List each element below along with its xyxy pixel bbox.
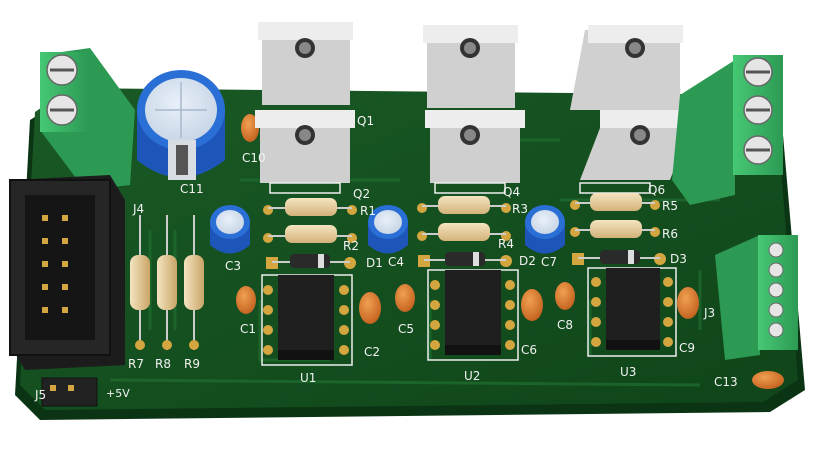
label-j5: J5 [34, 388, 46, 402]
mosfet-q5 [570, 25, 683, 110]
mosfet-q3 [423, 25, 518, 108]
label-q6: Q6 [648, 183, 665, 197]
label-u1: U1 [300, 371, 316, 385]
ic-u1 [261, 274, 353, 366]
ic-u2 [427, 269, 519, 361]
ceramic-capacitor-c13 [752, 371, 784, 389]
label-c8: C8 [557, 318, 573, 332]
terminal-block-j3 [715, 235, 798, 360]
label-c5: C5 [398, 322, 414, 336]
electrolytic-capacitor-c7 [525, 205, 565, 254]
screw-terminal-left [40, 48, 135, 190]
label-c10: C10 [242, 151, 266, 165]
label-r3: R3 [512, 202, 528, 216]
label-u3: U3 [620, 365, 636, 379]
mosfet-q4 [425, 110, 525, 194]
label-j4: J4 [132, 202, 144, 216]
ceramic-capacitor-c9 [677, 287, 699, 319]
ceramic-capacitor-c2 [359, 292, 381, 324]
ceramic-capacitor-c6 [521, 289, 543, 321]
ceramic-capacitor-c8 [555, 282, 575, 310]
diode-d3 [572, 250, 666, 265]
label-r4: R4 [498, 237, 514, 251]
diode-d1 [266, 254, 356, 269]
label-r8: R8 [155, 357, 171, 371]
label-j3: J3 [703, 306, 715, 320]
ic-u3 [587, 267, 677, 357]
mosfet-q1 [258, 22, 353, 105]
label-r2: R2 [343, 239, 359, 253]
resistor-r3 [417, 196, 511, 214]
ceramic-capacitor-c10 [241, 114, 259, 142]
electrolytic-capacitor-c4 [368, 205, 408, 254]
label-r5: R5 [662, 199, 678, 213]
electrolytic-capacitor-c11 [137, 70, 225, 180]
label-c7: C7 [541, 255, 557, 269]
silkscreen-labels: Q1 C10 C11 Q2 Q4 Q6 J4 R1 R3 R5 R2 R4 R6… [34, 114, 738, 402]
label-r7: R7 [128, 357, 144, 371]
ceramic-capacitor-c5 [395, 284, 415, 312]
label-u2: U2 [464, 369, 480, 383]
label-d2: D2 [519, 254, 536, 268]
label-d1: D1 [366, 256, 383, 270]
label-r1: R1 [360, 204, 376, 218]
label-c2: C2 [364, 345, 380, 359]
label-c1: C1 [240, 322, 256, 336]
resistor-r2 [263, 225, 357, 243]
label-c3: C3 [225, 259, 241, 273]
resistor-r6 [570, 220, 660, 238]
label-r9: R9 [184, 357, 200, 371]
resistor-r9 [184, 215, 204, 350]
resistor-r7 [130, 215, 150, 350]
label-c13: C13 [714, 375, 738, 389]
label-q4: Q4 [503, 185, 520, 199]
box-header-j4 [9, 175, 125, 370]
label-q1: Q1 [357, 114, 374, 128]
mosfet-q2 [255, 110, 355, 194]
label-d3: D3 [670, 252, 687, 266]
label-plus5v: +5V [106, 387, 130, 400]
label-c4: C4 [388, 255, 404, 269]
label-q2: Q2 [353, 187, 370, 201]
pin-header-j5 [41, 377, 98, 407]
label-c11: C11 [180, 182, 204, 196]
label-r6: R6 [662, 227, 678, 241]
electrolytic-capacitor-c3 [210, 205, 250, 254]
resistor-r4 [417, 223, 511, 241]
label-c9: C9 [679, 341, 695, 355]
screw-terminal-right [672, 55, 783, 205]
diode-d2 [418, 252, 512, 267]
label-c6: C6 [521, 343, 537, 357]
resistor-r8 [157, 215, 177, 350]
mosfet-q6 [579, 110, 698, 194]
ceramic-capacitor-c1 [236, 286, 256, 314]
resistor-r5 [570, 193, 660, 211]
resistor-r1 [263, 198, 357, 216]
